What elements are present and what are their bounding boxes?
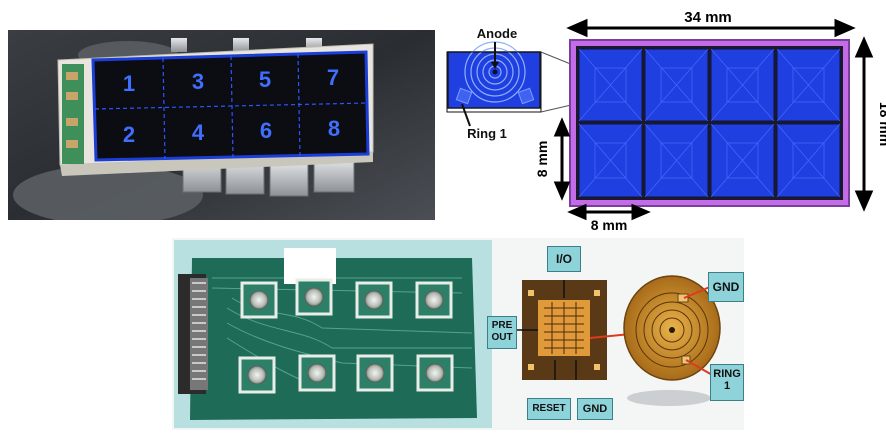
pcb-board — [174, 240, 492, 428]
asic-chip — [517, 280, 607, 380]
pixel-number-4: 4 — [192, 120, 205, 145]
gnd-detector-label: GND — [708, 272, 744, 302]
detector-photo: 1 2 3 4 5 6 7 8 — [8, 30, 435, 225]
pre-out-line-2: OUT — [491, 332, 513, 343]
pixel-number-8: 8 — [328, 116, 340, 141]
pre-out-label: PRE OUT — [487, 316, 517, 349]
width-dimension-label: 34 mm — [684, 9, 732, 26]
pixel-width-label: 8 mm — [591, 217, 628, 232]
io-label: I/O — [547, 246, 581, 272]
gnd-chip-label: GND — [577, 398, 613, 420]
pixel-height-label: 8 mm — [534, 141, 550, 178]
pixel-array — [569, 39, 850, 207]
readout-board-figure: I/O PRE OUT RESET GND GND RING 1 — [172, 238, 744, 430]
ring-line-1: RING — [713, 368, 741, 380]
pixel-number-2: 2 — [123, 122, 135, 147]
reset-label: RESET — [527, 398, 571, 420]
ring-1-label: Ring 1 — [467, 126, 507, 141]
ring-1-detector-label: RING 1 — [710, 364, 744, 401]
ring-line-2: 1 — [723, 380, 731, 392]
pixel-number-5: 5 — [259, 67, 271, 92]
height-dimension-label: 18 mm — [877, 102, 886, 146]
detector-schematic: Anode Ring 1 — [440, 0, 886, 233]
pixel-number-1: 1 — [123, 71, 135, 96]
pixel-number-7: 7 — [327, 65, 339, 90]
pre-out-line-1: PRE — [491, 320, 513, 331]
pixel-number-3: 3 — [192, 69, 204, 94]
anode-label: Anode — [477, 26, 517, 41]
detector-disc — [623, 275, 721, 406]
pixel-number-6: 6 — [260, 118, 272, 143]
